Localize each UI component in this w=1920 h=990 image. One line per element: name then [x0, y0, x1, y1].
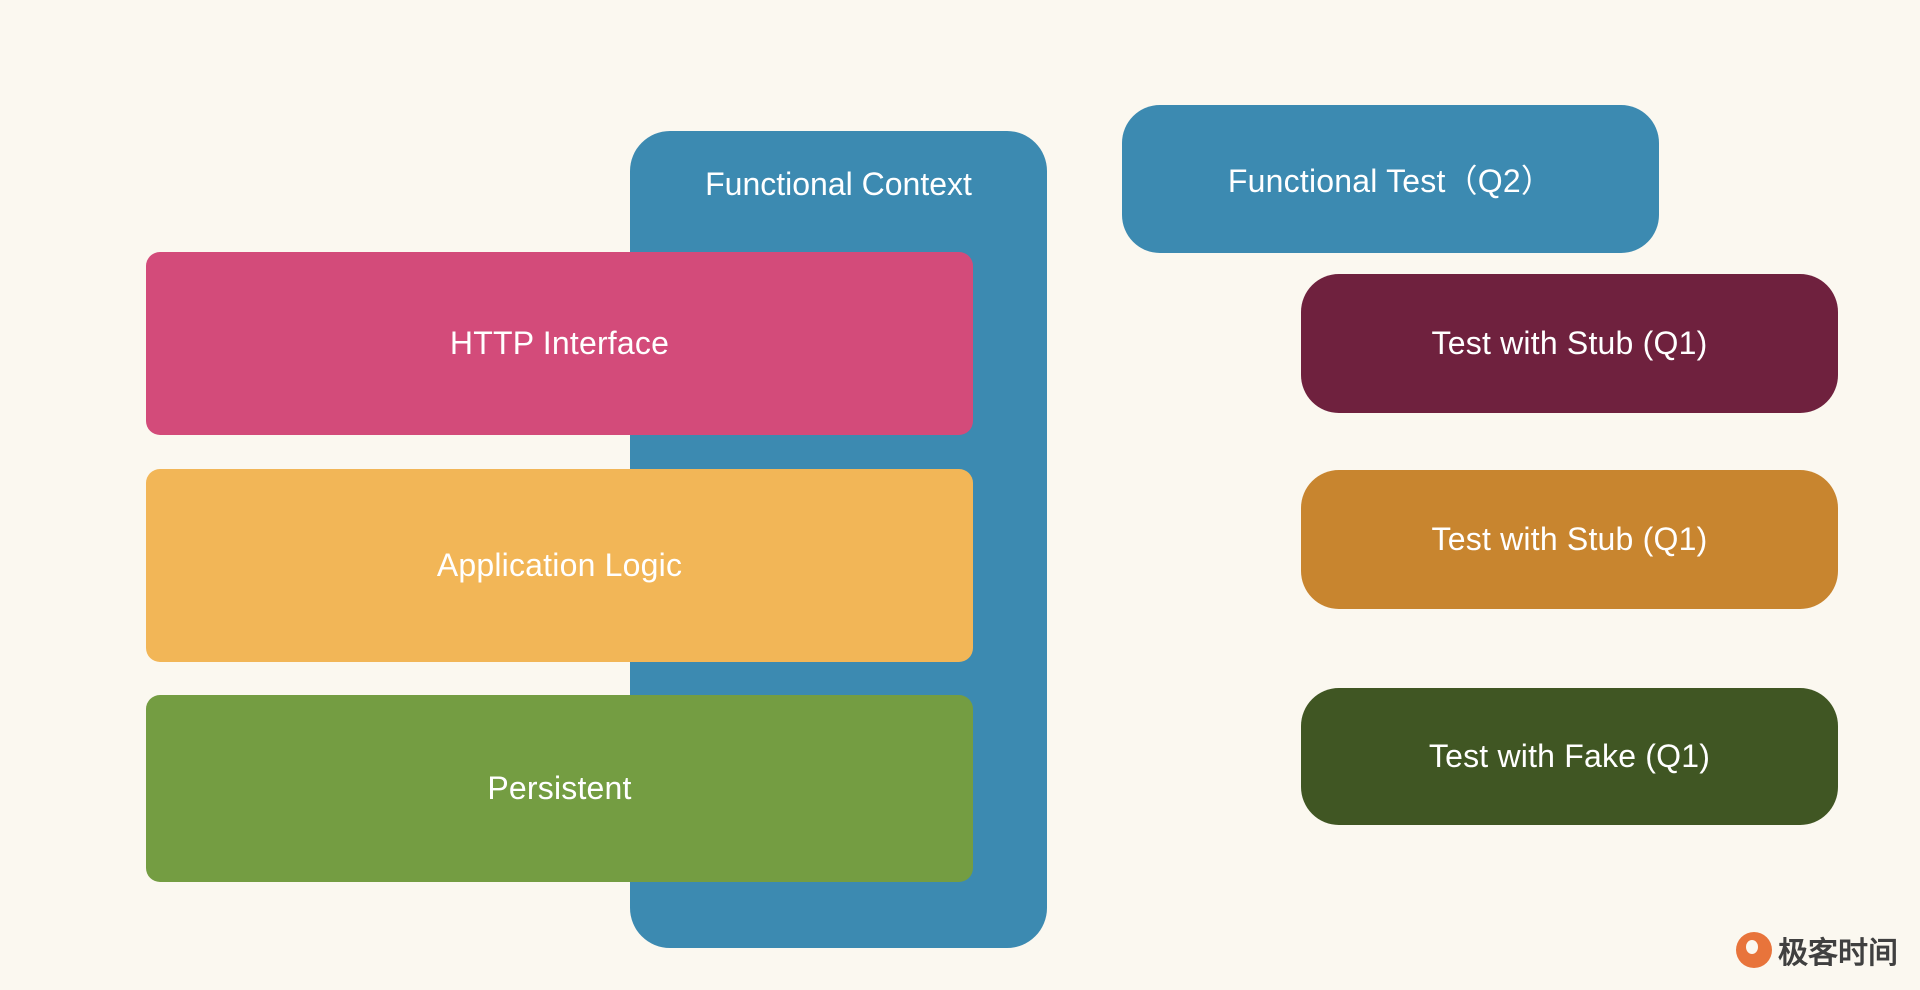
functional-test-box: Functional Test（Q2） — [1122, 105, 1659, 253]
test-with-stub-app-box: Test with Stub (Q1) — [1301, 470, 1838, 609]
brand-logo: 极客时间 — [1736, 928, 1898, 972]
persistent-layer: Persistent — [146, 695, 973, 882]
test-with-stub-http-box: Test with Stub (Q1) — [1301, 274, 1838, 413]
test-with-fake-box: Test with Fake (Q1) — [1301, 688, 1838, 825]
brand-name: 极客时间 — [1778, 936, 1898, 971]
application-logic-layer: Application Logic — [146, 469, 973, 662]
functional-context-label: Functional Context — [705, 166, 972, 202]
brand-icon — [1736, 932, 1772, 968]
http-interface-layer: HTTP Interface — [146, 252, 973, 435]
